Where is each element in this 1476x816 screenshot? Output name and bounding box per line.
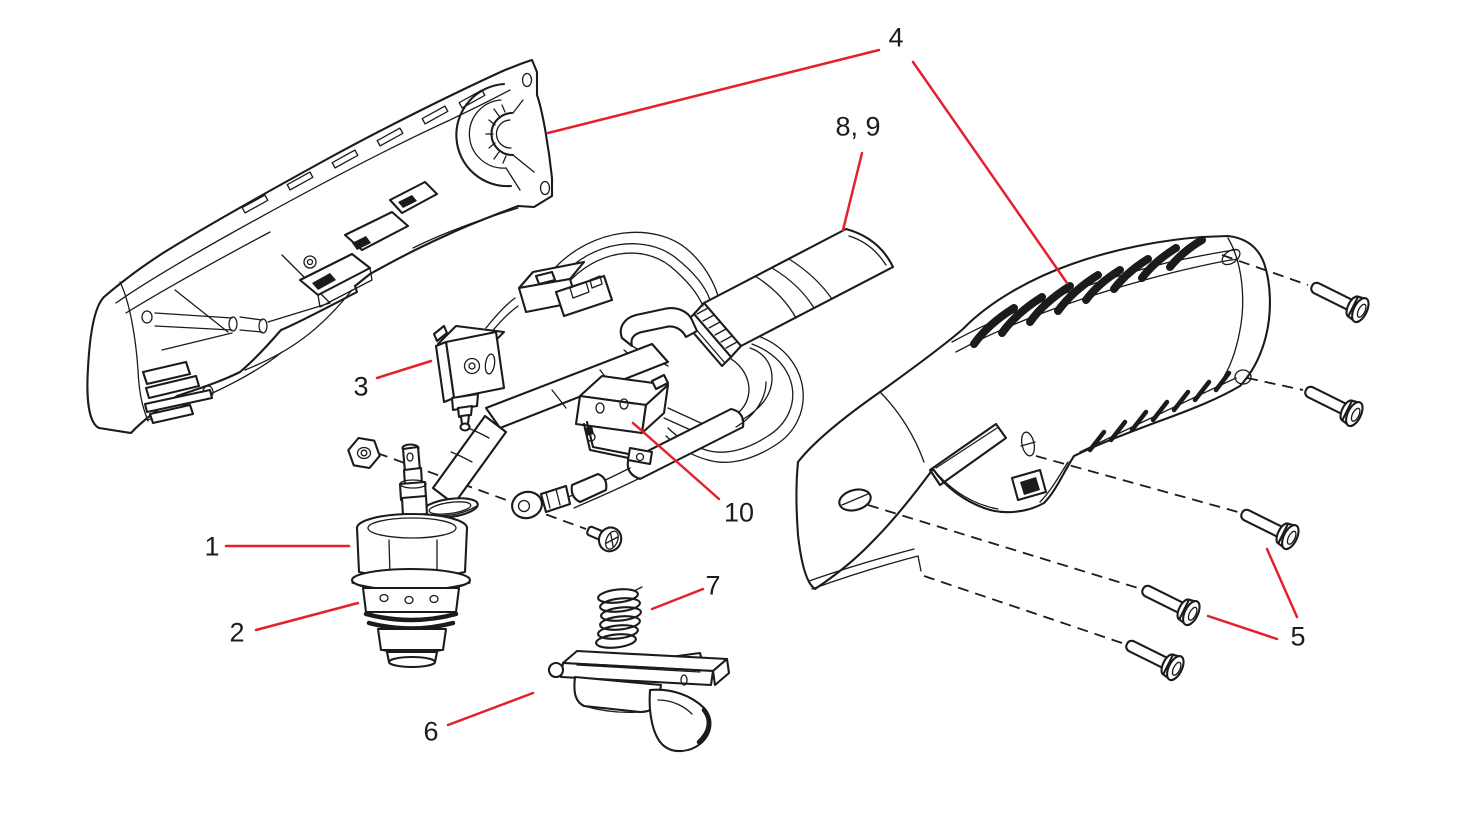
callout-label-3: 3 — [353, 371, 369, 402]
callout-label-10: 10 — [723, 497, 755, 528]
torch-head-drawing — [347, 436, 472, 669]
torch-lead-assembly-drawing — [421, 227, 895, 520]
callout-label-4: 4 — [888, 22, 904, 53]
trigger-spring-drawing — [595, 586, 643, 649]
callout-leader-lines — [224, 48, 1299, 727]
callout-label-7: 7 — [705, 570, 721, 601]
callout-label-1: 1 — [204, 531, 220, 562]
callout-label-5: 5 — [1290, 621, 1306, 652]
left-handle-shell-drawing — [86, 58, 554, 435]
callout-label-6: 6 — [423, 716, 439, 747]
screw-axis-dashed-lines — [867, 254, 1309, 644]
callout-label-2: 2 — [229, 617, 245, 648]
trigger-drawing — [547, 649, 731, 753]
right-handle-shell-drawing — [795, 234, 1271, 591]
callout-label-8-9: 8, 9 — [835, 111, 881, 142]
terminal-screw-drawing — [586, 525, 623, 553]
